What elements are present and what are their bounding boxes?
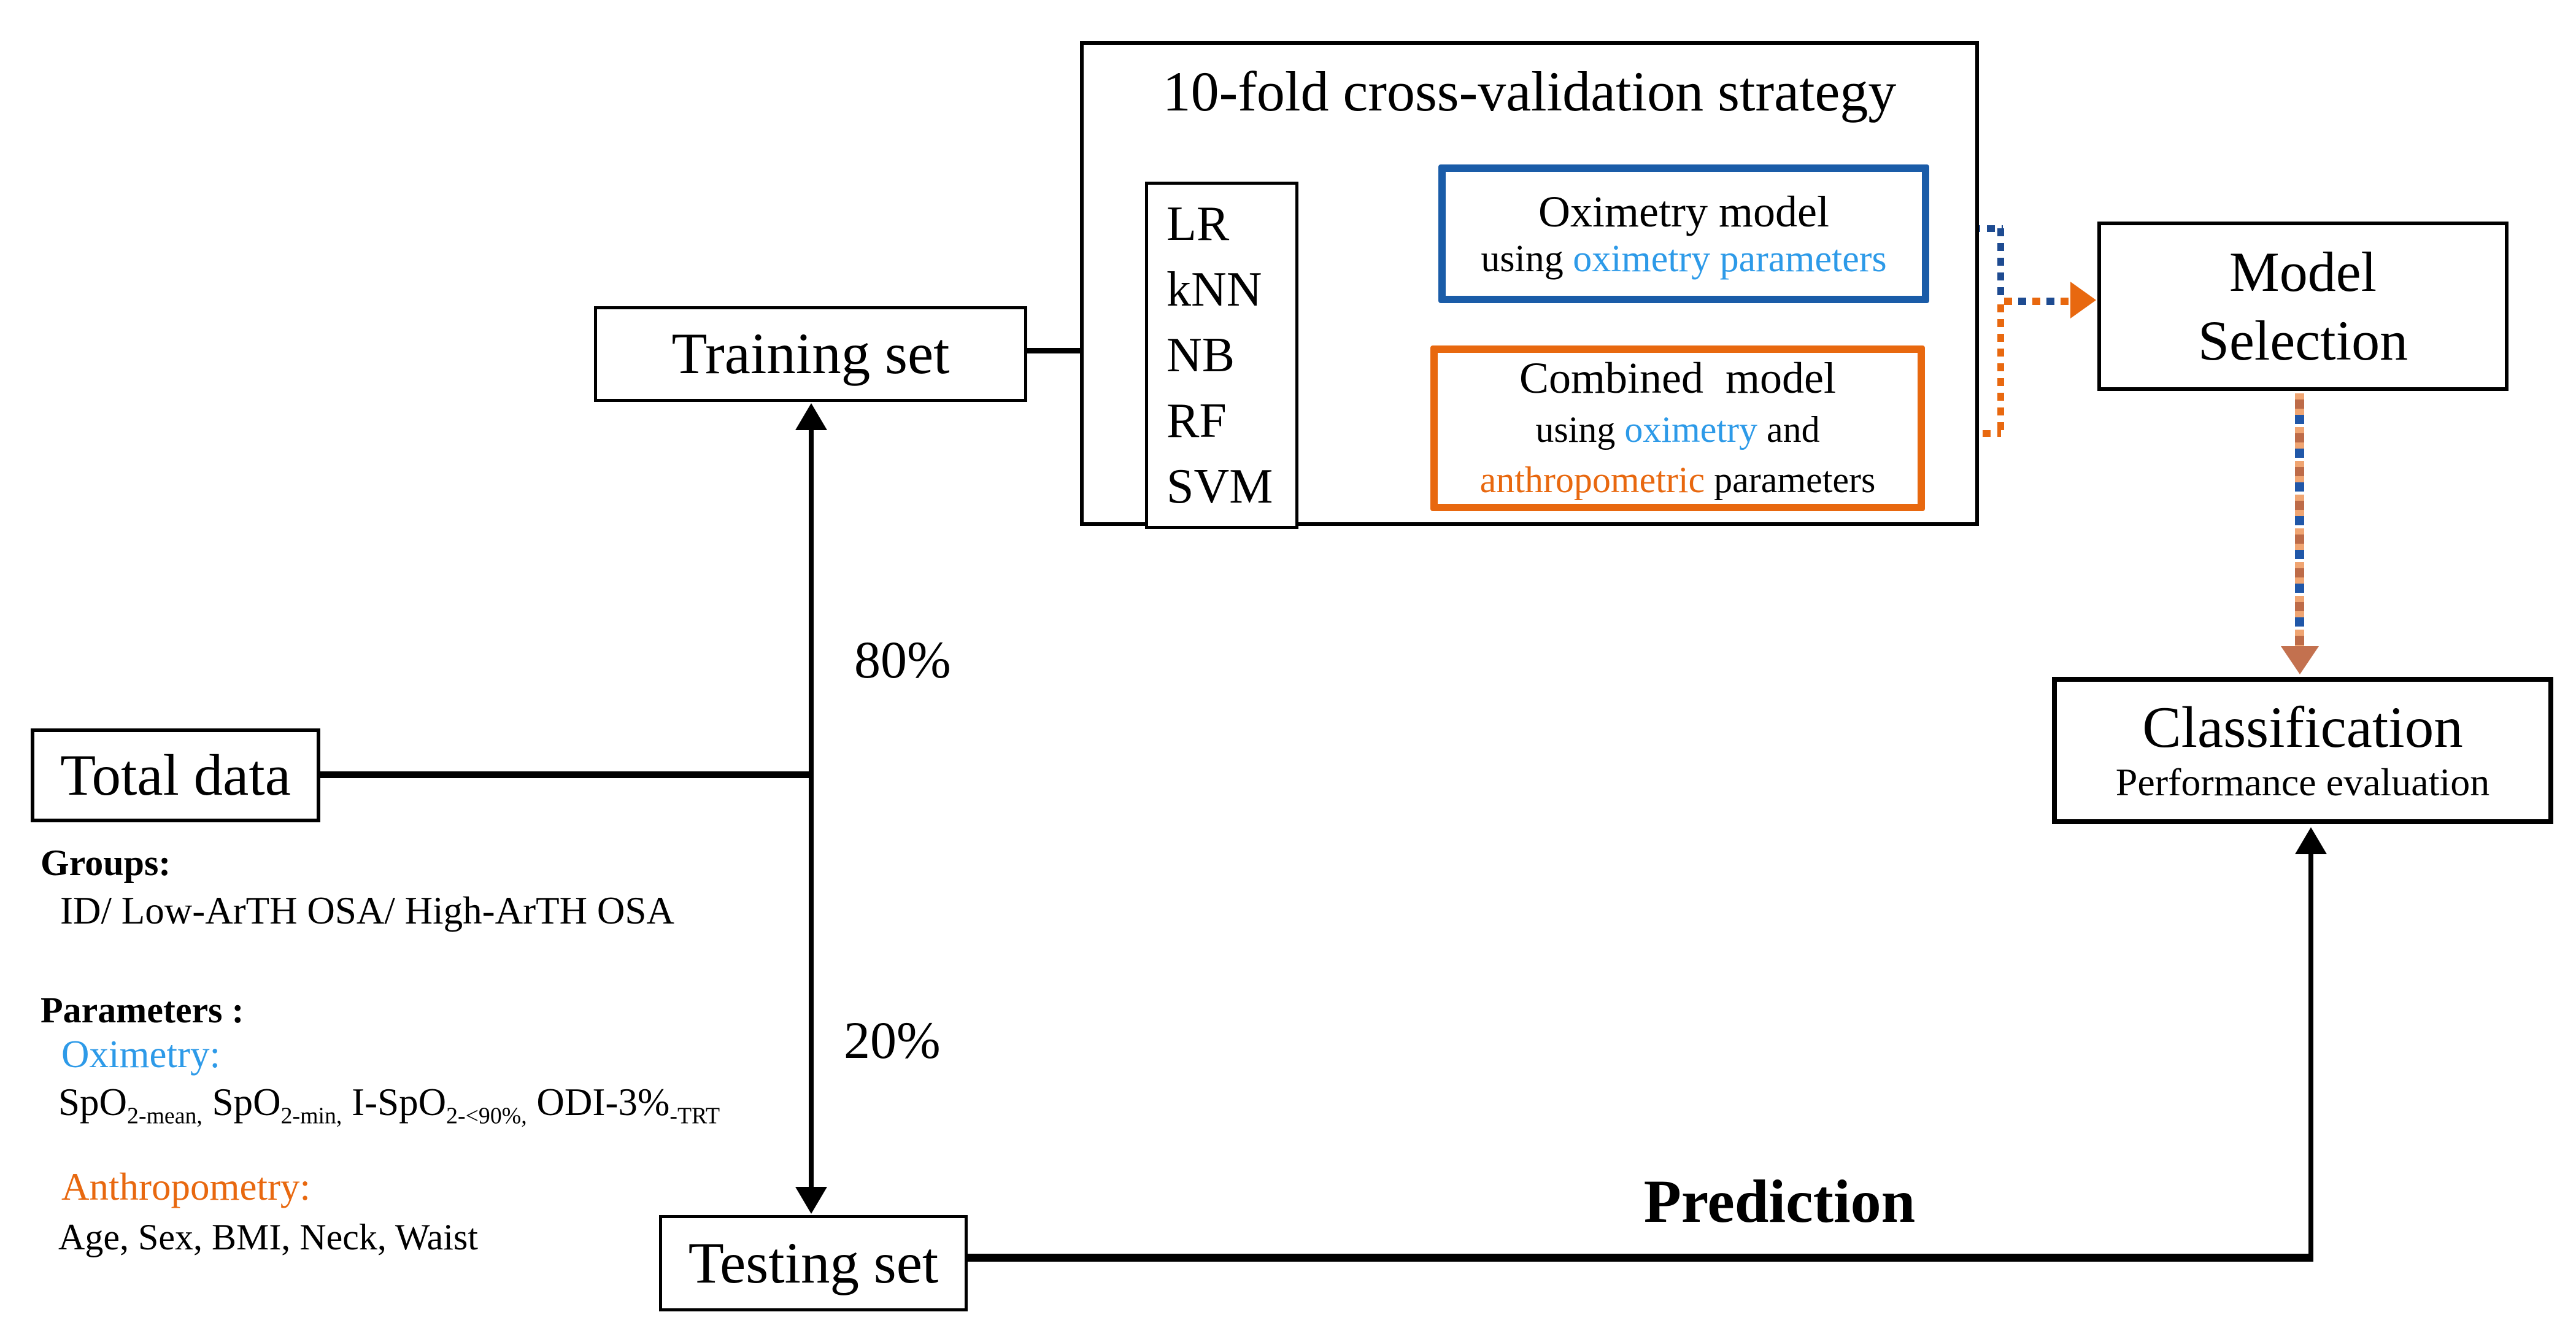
anthropometry-heading: Anthropometry: — [61, 1165, 310, 1208]
classifier-lr: LR — [1167, 196, 1230, 251]
groups-heading: Groups: — [40, 843, 171, 883]
combined-model-box: Combined model using oximetry and anthro… — [1430, 345, 1925, 511]
prediction-line — [967, 1254, 2313, 1262]
spo2-min-text: SpO — [202, 1081, 281, 1124]
oximetry-parameters-text: oximetry parameters — [1573, 237, 1887, 280]
groups-value: ID/ Low-ArTH OSA/ High-ArTH OSA — [60, 889, 674, 932]
model-selection-dashed-line — [2295, 393, 2304, 646]
cross-validation-title: 10-fold cross-validation strategy — [1162, 60, 1897, 123]
model-selection-line2: Selection — [2197, 309, 2408, 372]
ispo2-text: I-SpO — [342, 1081, 447, 1124]
arrow-into-classification-icon — [2295, 827, 2327, 854]
total-data-split-line — [320, 771, 811, 778]
oximetry-using-text: using — [1481, 237, 1573, 280]
combined-anthropometric-text: anthropometric — [1479, 460, 1705, 500]
prediction-vertical-line — [2308, 854, 2313, 1259]
model-selection-box: Model Selection — [2097, 222, 2509, 391]
classification-subtitle: Performance evaluation — [2115, 760, 2490, 804]
testing-set-label: Testing set — [688, 1230, 939, 1295]
oximetry-model-dotted-elbow — [1997, 228, 2004, 301]
combined-oximetry-text: oximetry — [1624, 409, 1757, 450]
oximetry-model-subtitle: using oximetry parameters — [1481, 237, 1886, 281]
oximetry-model-box: Oximetry model using oximetry parameters — [1438, 164, 1929, 303]
prediction-label: Prediction — [1643, 1167, 1916, 1235]
spo2-min-sub: 2-min, — [280, 1103, 342, 1129]
training-set-box: Training set — [594, 306, 1027, 402]
split-80-label: 80% — [854, 630, 951, 689]
odi-sub: -TRT — [669, 1103, 720, 1129]
classifier-nb: NB — [1167, 328, 1235, 382]
parameters-heading: Parameters : — [40, 990, 244, 1030]
arrow-into-model-selection-icon — [2070, 282, 2096, 318]
arrow-down-to-testing-icon — [795, 1187, 827, 1214]
spo2-mean-sub: 2-mean, — [127, 1103, 202, 1129]
classification-box: Classification Performance evaluation — [2052, 677, 2553, 824]
classifier-svm: SVM — [1167, 459, 1273, 514]
oximetry-parameters-heading: Oximetry: — [61, 1033, 220, 1076]
classifier-list-box: LR kNN NB RF SVM — [1145, 182, 1298, 529]
combined-parameters-text: parameters — [1705, 460, 1876, 500]
oximetry-model-title: Oximetry model — [1538, 187, 1829, 236]
combined-model-subtitle-2: anthropometric parameters — [1480, 455, 1876, 505]
combined-model-subtitle-1: using oximetry and — [1535, 404, 1819, 455]
ispo2-sub: 2-<90%, — [446, 1103, 527, 1129]
train-test-split-line — [809, 430, 814, 1188]
dashed-arrow-into-classification-icon — [2281, 646, 2319, 674]
arrow-up-to-training-icon — [795, 403, 827, 430]
combined-using-text: using — [1535, 409, 1625, 450]
merged-dotted-line — [2004, 298, 2070, 305]
spo2-mean-text: SpO — [58, 1081, 128, 1124]
total-data-box: Total data — [31, 728, 320, 822]
anthropometry-parameters-list: Age, Sex, BMI, Neck, Waist — [58, 1217, 478, 1257]
oximetry-parameters-list: SpO2-mean, SpO2-min, I-SpO2-<90%, ODI-3%… — [58, 1080, 720, 1127]
combined-model-dotted-elbow — [1997, 304, 2004, 434]
model-selection-line1: Model — [2229, 241, 2377, 303]
training-set-label: Training set — [671, 321, 950, 387]
total-data-label: Total data — [60, 742, 291, 808]
split-20-label: 20% — [844, 1011, 941, 1070]
classifier-knn: kNN — [1167, 262, 1262, 317]
testing-set-box: Testing set — [659, 1215, 968, 1311]
classifier-rf: RF — [1167, 393, 1227, 448]
odi-text: ODI-3% — [526, 1081, 670, 1124]
combined-model-title: Combined model — [1519, 353, 1836, 403]
classification-title: Classification — [2142, 695, 2463, 760]
combined-and-text: and — [1757, 409, 1820, 450]
